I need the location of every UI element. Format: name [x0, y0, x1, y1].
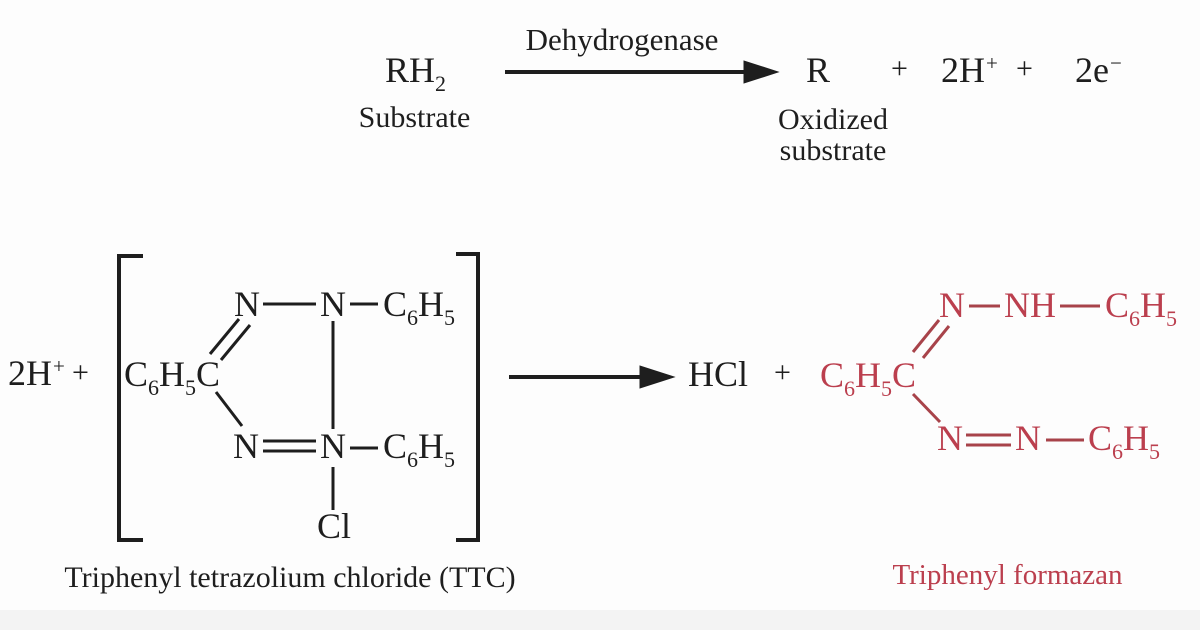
ttc-brackets [117, 252, 480, 542]
ttc-n-bottom-left: N [233, 426, 259, 466]
product-r-symbol: R [806, 50, 831, 90]
e-minus-superscript: − [1109, 51, 1122, 75]
ttc-phenyl-top: C6H5 [383, 284, 455, 329]
h-plus-superscript-bottom: + [53, 354, 65, 378]
oxidized-substrate-label: Oxidized substrate [752, 104, 914, 166]
formazan-bonds [911, 304, 1100, 447]
two-e-symbol: 2e [1075, 50, 1109, 90]
ttc-chloride: Cl [317, 506, 352, 546]
c-symbol: C [820, 355, 845, 395]
sub6: 6 [407, 305, 419, 330]
plus-sign-bottom-left: + [72, 356, 89, 389]
ttc-bracket-close [456, 252, 480, 542]
sub5: 5 [444, 305, 456, 330]
formazan-phenyl-c-group: C6H5C [820, 355, 917, 400]
sub6: 6 [1129, 306, 1141, 331]
h-symbol: H [418, 426, 445, 466]
sub5: 5 [185, 375, 197, 400]
substrate-label: Substrate [358, 101, 471, 134]
c-symbol: C [1088, 418, 1113, 458]
formazan-phenyl-top: C6H5 [1105, 285, 1177, 330]
c-symbol: C [124, 354, 149, 394]
ttc-phenyl-bottom: C6H5 [383, 426, 455, 471]
h-symbol: H [1123, 418, 1150, 458]
hydrogen-ion-term-bottom: 2H+ [8, 355, 65, 391]
ttc-cn-double-bond-2 [219, 324, 252, 361]
two-h-symbol-bottom: 2H [8, 353, 52, 393]
formazan-n-bottom-left: N [937, 418, 963, 458]
ttc-n-bottom-mid: N [320, 426, 346, 466]
plus-sign-top-2: + [1016, 52, 1033, 85]
plus-sign-top-1: + [891, 52, 908, 85]
central-c-symbol: C [892, 355, 917, 395]
rh-symbol: RH [385, 50, 436, 90]
bottom-gray-strip [0, 610, 1200, 630]
formazan-cn-double-bond-1 [911, 319, 941, 353]
formazan-phenyl-bottom: C6H5 [1088, 418, 1160, 463]
plus-sign-bottom-right: + [774, 356, 791, 389]
h-symbol: H [855, 355, 882, 395]
sub5: 5 [444, 447, 456, 472]
c-symbol: C [383, 284, 408, 324]
formazan-caption: Triphenyl formazan [892, 559, 1123, 591]
ttc-n-top-left: N [234, 284, 260, 324]
electron-term: 2e− [1075, 52, 1122, 88]
c-symbol: C [1105, 285, 1130, 325]
central-c-symbol: C [196, 354, 221, 394]
rh2-subscript: 2 [435, 71, 447, 96]
formazan-cn-double-bond-2 [921, 325, 951, 359]
bottom-reaction-arrow [509, 365, 676, 389]
ttc-bracket-open [117, 254, 143, 542]
ttc-ring-bonds [208, 302, 378, 510]
bottom-arrow-head [639, 365, 676, 389]
top-reaction-arrow [505, 60, 780, 84]
top-arrow-head [743, 60, 780, 84]
enzyme-label: Dehydrogenase [525, 22, 719, 57]
sub6: 6 [844, 376, 856, 401]
h-plus-superscript: + [986, 51, 998, 75]
sub6: 6 [407, 447, 419, 472]
sub6: 6 [1112, 439, 1124, 464]
formazan-n-top: N [939, 285, 965, 325]
h-symbol: H [418, 284, 445, 324]
sub6: 6 [148, 375, 160, 400]
c-symbol: C [383, 426, 408, 466]
ttc-phenyl-c-group: C6H5C [124, 354, 221, 399]
formazan-n-bottom-right: N [1015, 418, 1041, 458]
formazan-nh-group: NH [1004, 285, 1056, 325]
h-symbol: H [159, 354, 186, 394]
ttc-cn-single-bond [214, 391, 244, 427]
sub5: 5 [881, 376, 893, 401]
oxidized-label-line2: substrate [779, 134, 887, 167]
hcl-product: HCl [688, 354, 749, 394]
ttc-caption: Triphenyl tetrazolium chloride (TTC) [64, 561, 516, 594]
hydrogen-ion-term-top: 2H+ [941, 52, 998, 88]
oxidized-label-line1: Oxidized [778, 103, 888, 136]
substrate-formula-rh2: RH2 [385, 50, 446, 95]
formazan-cn-single-bond [911, 392, 942, 424]
ttc-n-top-mid: N [320, 284, 346, 324]
h-symbol: H [1140, 285, 1167, 325]
two-h-symbol: 2H [941, 50, 985, 90]
sub5: 5 [1149, 439, 1161, 464]
ttc-cn-double-bond-1 [208, 318, 241, 355]
sub5: 5 [1166, 306, 1178, 331]
